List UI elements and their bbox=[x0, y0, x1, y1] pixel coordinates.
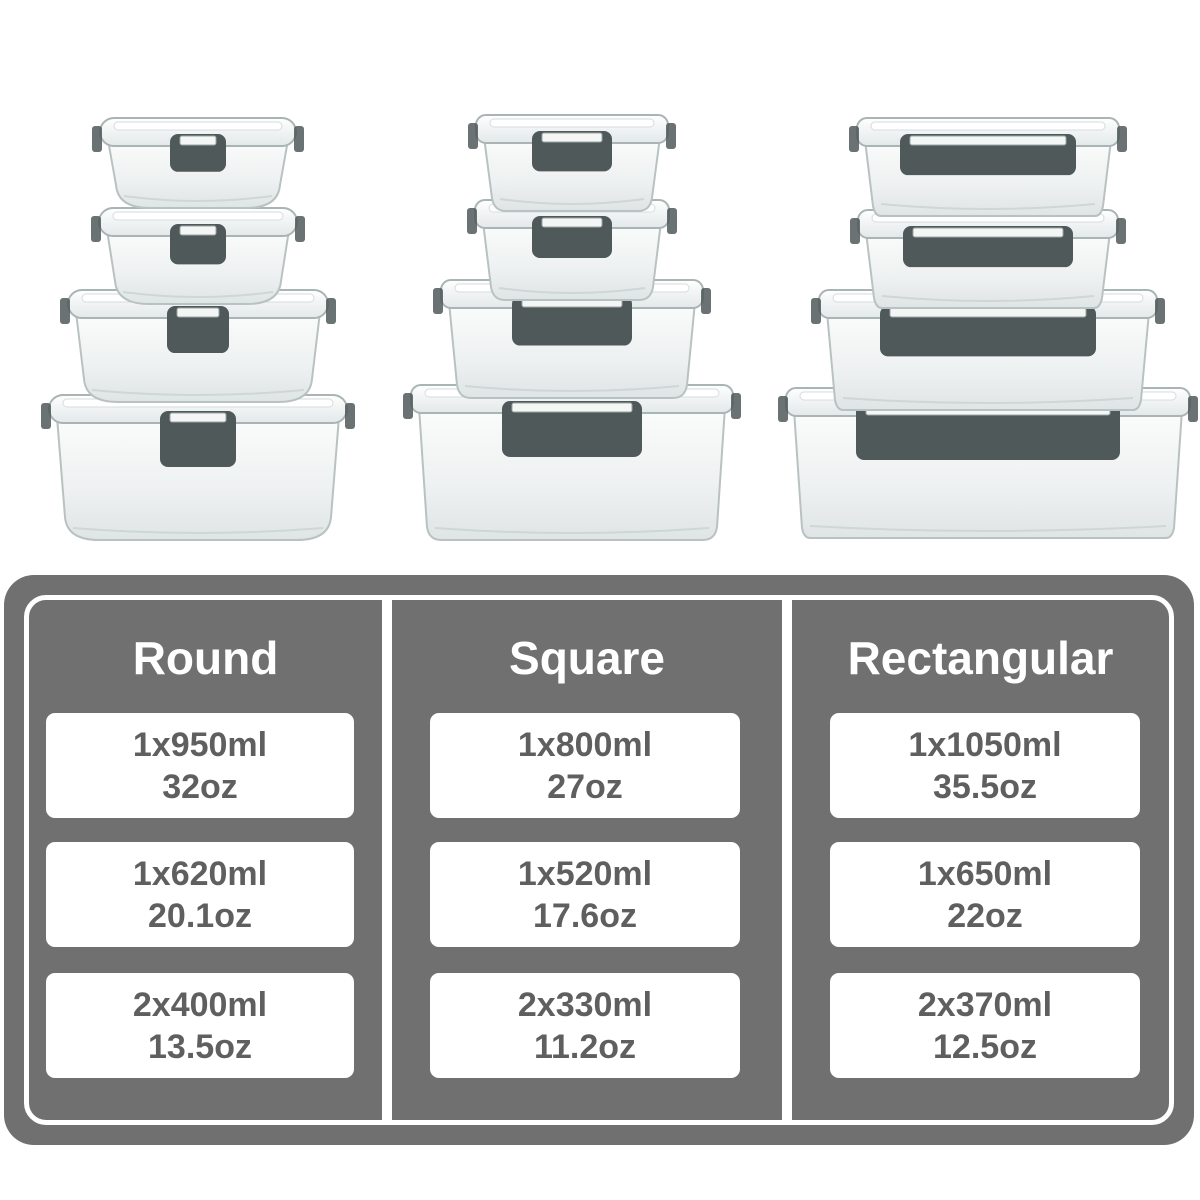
column-rectangular: Rectangular 1x1050ml 35.5oz 1x650ml 22oz… bbox=[792, 600, 1169, 1120]
size-oz: 17.6oz bbox=[533, 896, 637, 935]
glass-container bbox=[850, 209, 1126, 309]
size-table: Round 1x950ml 32oz 1x620ml 20.1oz 2x400m… bbox=[4, 575, 1194, 1145]
column-divider bbox=[782, 595, 792, 1125]
size-oz: 27oz bbox=[547, 767, 623, 806]
glass-container bbox=[41, 394, 355, 541]
glass-container bbox=[60, 289, 336, 403]
size-ml: 1x1050ml bbox=[908, 725, 1062, 764]
rectangular-container-stack bbox=[778, 117, 1198, 539]
size-ml: 2x400ml bbox=[132, 985, 268, 1024]
size-ml: 1x620ml bbox=[132, 854, 268, 893]
size-ml: 2x330ml bbox=[517, 985, 653, 1024]
size-oz: 11.2oz bbox=[533, 1027, 637, 1066]
column-divider bbox=[382, 595, 392, 1125]
size-ml: 1x650ml bbox=[917, 854, 1053, 893]
size-cell: 1x800ml 27oz bbox=[430, 713, 740, 818]
column-title: Rectangular bbox=[847, 632, 1114, 684]
size-ml: 2x370ml bbox=[917, 985, 1053, 1024]
size-ml: 1x520ml bbox=[517, 854, 653, 893]
size-ml: 1x800ml bbox=[517, 725, 653, 764]
size-cell: 2x370ml 12.5oz bbox=[830, 973, 1140, 1078]
glass-container bbox=[91, 207, 305, 305]
size-ml: 1x950ml bbox=[132, 725, 268, 764]
latch-icon bbox=[856, 404, 1120, 460]
size-cell: 1x650ml 22oz bbox=[830, 842, 1140, 947]
size-oz: 12.5oz bbox=[933, 1027, 1037, 1066]
size-cell: 1x950ml 32oz bbox=[46, 713, 354, 818]
column-round: Round 1x950ml 32oz 1x620ml 20.1oz 2x400m… bbox=[29, 600, 382, 1120]
latch-icon bbox=[167, 306, 229, 354]
square-container-stack bbox=[403, 114, 741, 541]
size-oz: 22oz bbox=[947, 896, 1023, 935]
size-cell: 2x330ml 11.2oz bbox=[430, 973, 740, 1078]
size-cell: 1x520ml 17.6oz bbox=[430, 842, 740, 947]
latch-icon bbox=[512, 296, 632, 346]
latch-icon bbox=[502, 401, 642, 457]
size-oz: 35.5oz bbox=[933, 767, 1037, 806]
column-title: Square bbox=[509, 632, 665, 684]
latch-icon bbox=[160, 411, 236, 467]
size-cell: 1x1050ml 35.5oz bbox=[830, 713, 1140, 818]
size-oz: 32oz bbox=[162, 767, 238, 806]
containers-photo bbox=[41, 114, 1198, 541]
glass-container bbox=[403, 384, 741, 541]
glass-container bbox=[849, 117, 1127, 217]
column-title: Round bbox=[132, 632, 279, 684]
size-oz: 13.5oz bbox=[148, 1027, 252, 1066]
glass-container bbox=[467, 199, 677, 301]
glass-container bbox=[468, 114, 676, 212]
round-container-stack bbox=[41, 117, 355, 541]
column-square: Square 1x800ml 27oz 1x520ml 17.6oz 2x330… bbox=[392, 600, 782, 1120]
table-frame bbox=[24, 595, 1174, 1125]
size-cell: 2x400ml 13.5oz bbox=[46, 973, 354, 1078]
size-cell: 1x620ml 20.1oz bbox=[46, 842, 354, 947]
size-oz: 20.1oz bbox=[148, 896, 252, 935]
latch-icon bbox=[880, 306, 1096, 357]
glass-container bbox=[92, 117, 304, 209]
